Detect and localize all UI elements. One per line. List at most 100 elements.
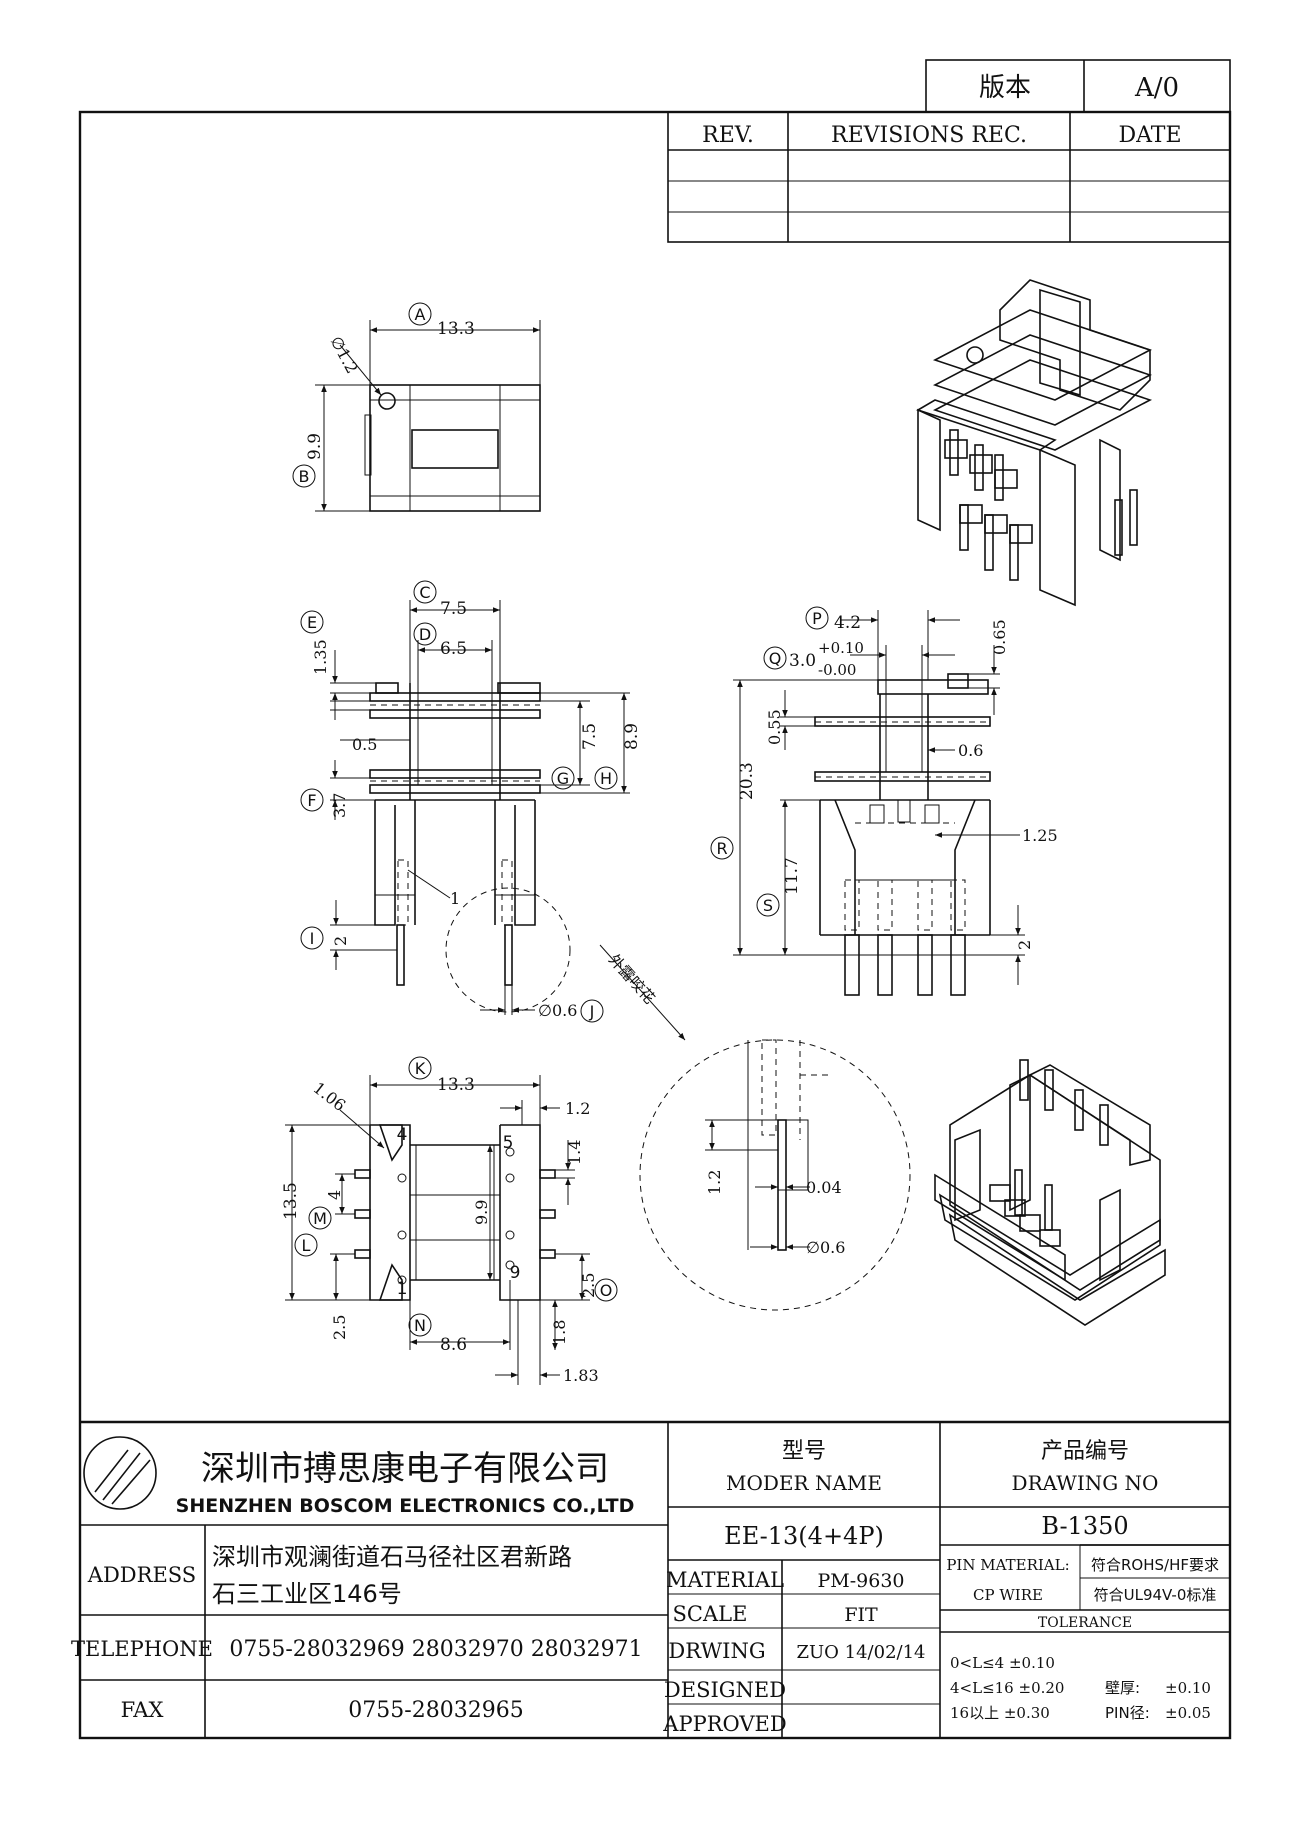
dim-l-value: 13.5 bbox=[281, 1182, 301, 1220]
drwing-label: DRWING bbox=[668, 1639, 765, 1663]
tolerance-row-3: 16以上 ±0.30 bbox=[950, 1704, 1050, 1722]
tolerance-label: TOLERANCE bbox=[1038, 1615, 1132, 1631]
dim-s-label: S bbox=[763, 896, 773, 915]
drwing-value: ZUO 14/02/14 bbox=[797, 1642, 926, 1663]
dim-p-value: 4.2 bbox=[834, 613, 861, 633]
date-header: DATE bbox=[1118, 123, 1181, 148]
dim-half-value: 0.5 bbox=[352, 735, 377, 754]
title-block: 深圳市搏思康电子有限公司 SHENZHEN BOSCOM ELECTRONICS… bbox=[71, 1420, 1230, 1738]
address-line2: 石三工业区146号 bbox=[212, 1580, 402, 1608]
model-name-cn: 型号 bbox=[782, 1439, 826, 1464]
telephone-value: 0755-28032969 28032970 28032971 bbox=[229, 1637, 642, 1662]
dim-06-value: 0.6 bbox=[958, 741, 983, 760]
scale-label: SCALE bbox=[673, 1602, 748, 1626]
dim-o-label: O bbox=[600, 1281, 613, 1300]
detail-12-value: 1.2 bbox=[705, 1170, 724, 1195]
drawing-no-en: DRAWING NO bbox=[1012, 1471, 1159, 1495]
dim-n-value: 8.6 bbox=[440, 1335, 467, 1355]
dim-m-label: M bbox=[313, 1209, 327, 1228]
fax-label: FAX bbox=[121, 1698, 164, 1722]
dim-125-value: 1.25 bbox=[1022, 826, 1058, 845]
tolerance-row-1: 0<L≤4 ±0.10 bbox=[950, 1654, 1055, 1672]
pin-9-label: 9 bbox=[510, 1263, 521, 1283]
dim-s2-value: 2 bbox=[1015, 940, 1034, 950]
cp-wire-label: CP WIRE bbox=[973, 1586, 1043, 1604]
cp-wire-value: 符合UL94V-0标准 bbox=[1094, 1586, 1217, 1604]
dim-n18-value: 1.8 bbox=[550, 1320, 569, 1345]
revisions-rec-header: REVISIONS REC. bbox=[831, 123, 1027, 148]
bottom-pegs bbox=[354, 1169, 556, 1259]
dim-f-value: 3.7 bbox=[330, 793, 349, 818]
version-box: 版本 A/0 bbox=[925, 59, 1231, 113]
version-label: 版本 bbox=[979, 73, 1031, 103]
dim-o-value: 2.5 bbox=[579, 1273, 598, 1298]
wall-thickness-label: 壁厚: bbox=[1105, 1679, 1140, 1697]
dim-q-tol-minus: -0.00 bbox=[818, 661, 856, 679]
rev-header: REV. bbox=[702, 123, 754, 148]
dim-c99-value: 9.9 bbox=[472, 1200, 491, 1225]
address-line1: 深圳市观澜街道石马径社区君新路 bbox=[212, 1543, 572, 1571]
address-label: ADDRESS bbox=[87, 1563, 196, 1587]
company-name-en: SHENZHEN BOSCOM ELECTRONICS CO.,LTD bbox=[176, 1495, 635, 1517]
dim-i-label: I bbox=[310, 929, 315, 948]
dim-k25a-value: 2.5 bbox=[330, 1315, 349, 1340]
dim-e-value: 1.35 bbox=[311, 639, 330, 675]
tolerance-row-2: 4<L≤16 ±0.20 bbox=[950, 1679, 1064, 1697]
pin-5-label: 5 bbox=[503, 1133, 514, 1153]
dim-k-label: K bbox=[415, 1059, 426, 1078]
dim-one-value: 1 bbox=[450, 889, 460, 908]
dim-i-value: 2 bbox=[331, 936, 350, 946]
pin-1-label: 1 bbox=[397, 1279, 408, 1299]
dim-r-label: R bbox=[716, 839, 727, 858]
dim-a-label: A bbox=[415, 305, 426, 324]
dim-q-tol-plus: +0.10 bbox=[818, 639, 864, 657]
dim-b-value: 9.9 bbox=[305, 433, 325, 460]
dim-d-value: 6.5 bbox=[440, 639, 467, 659]
dim-k106-value: 1.06 bbox=[310, 1078, 350, 1115]
pin-material-label: PIN MATERIAL: bbox=[946, 1556, 1069, 1574]
dim-n183-value: 1.83 bbox=[563, 1366, 599, 1385]
material-value: PM-9630 bbox=[817, 1570, 904, 1592]
exposed-note: 外露咬花 bbox=[605, 951, 659, 1008]
dim-k12-value: 1.2 bbox=[565, 1099, 590, 1118]
dim-a-value: 13.3 bbox=[437, 319, 475, 339]
dim-j-label: J bbox=[589, 1002, 595, 1021]
dim-s-value: 11.7 bbox=[782, 857, 802, 895]
revisions-table: REV. REVISIONS REC. DATE bbox=[667, 111, 1231, 243]
model-name-en: MODER NAME bbox=[726, 1471, 882, 1495]
dim-n-label: N bbox=[414, 1316, 426, 1335]
top-view: A 13.3 ∅1.2 B 9.9 bbox=[292, 302, 541, 512]
version-value: A/0 bbox=[1134, 73, 1179, 103]
wall-thickness-value: ±0.10 bbox=[1165, 1679, 1211, 1697]
sheet-border bbox=[78, 110, 1232, 1740]
dim-j-value: ∅0.6 bbox=[538, 1001, 577, 1020]
company-logo bbox=[83, 1436, 157, 1510]
dim-q-value: 3.0 bbox=[789, 651, 816, 671]
fax-value: 0755-28032965 bbox=[348, 1698, 523, 1723]
dim-m14-value: 1.4 bbox=[565, 1140, 584, 1165]
dim-b-label: B bbox=[299, 467, 310, 486]
approved-label: APPROVED bbox=[662, 1712, 786, 1736]
isometric-view-bottom bbox=[934, 1059, 1166, 1326]
dim-k-value: 13.3 bbox=[437, 1075, 475, 1095]
dim-hole-value: ∅1.2 bbox=[326, 333, 361, 377]
company-name-cn: 深圳市搏思康电子有限公司 bbox=[201, 1449, 609, 1489]
pin-material-value: 符合ROHS/HF要求 bbox=[1091, 1556, 1219, 1574]
dim-q-label: Q bbox=[769, 649, 782, 668]
designed-label: DESIGNED bbox=[664, 1678, 786, 1702]
drawing-no-cn: 产品编号 bbox=[1041, 1439, 1129, 1464]
detail-06-value: ∅0.6 bbox=[806, 1238, 845, 1257]
dim-065-value: 0.65 bbox=[990, 619, 1009, 655]
dim-e-label: E bbox=[307, 613, 317, 632]
scale-value: FIT bbox=[844, 1604, 878, 1626]
dim-m-value: 4 bbox=[325, 1190, 344, 1200]
pin-diameter-value: ±0.05 bbox=[1165, 1704, 1211, 1722]
detail-view: 1.2 0.04 ∅0.6 bbox=[639, 1039, 911, 1311]
dim-h-label: H bbox=[600, 769, 612, 788]
isometric-view-top bbox=[916, 279, 1153, 607]
dim-l-label: L bbox=[302, 1236, 311, 1255]
detail-004-value: 0.04 bbox=[806, 1178, 842, 1197]
bottom-view: 4 1 5 9 K 13.3 1.06 1.2 L 13.5 M 4 bbox=[281, 1056, 618, 1385]
dim-c-value: 7.5 bbox=[440, 599, 467, 619]
